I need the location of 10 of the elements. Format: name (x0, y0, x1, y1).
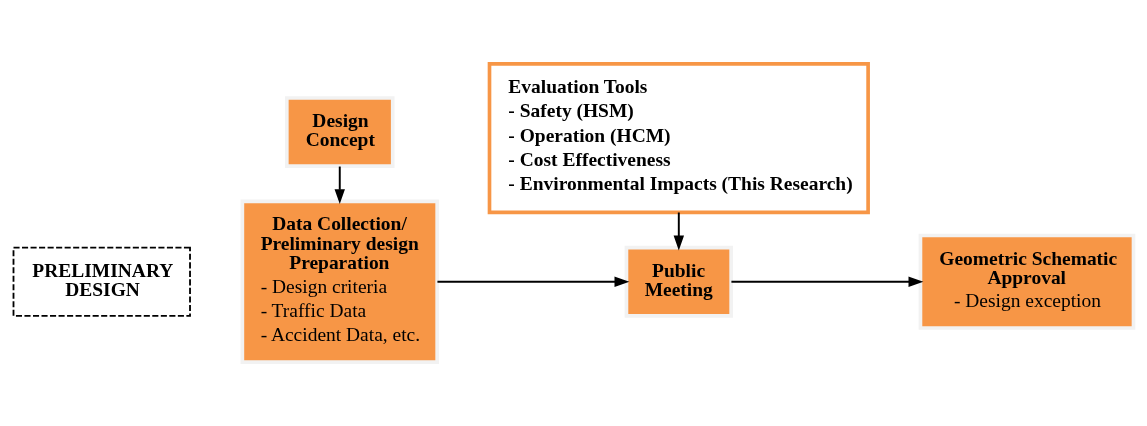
arrow (673, 211, 684, 251)
arrow (436, 276, 630, 287)
node-box: Design Concept (284, 96, 395, 168)
node-box: Data Collection/ Preliminary design Preparation - Design criteria - Traffic Data - Accident Data, etc. (240, 199, 439, 364)
arrow (334, 165, 345, 205)
node-box: Evaluation Tools - Safety (HSM) - Operation (HCM) - Cost Effectiveness - Environmental Impacts (This Research) (487, 62, 870, 215)
node-box: PRELIMINARY DESIGN (12, 246, 191, 317)
arrow (730, 276, 924, 287)
node-box: Geometric Schematic Approval - Design exception (918, 233, 1136, 330)
node-box: Public Meeting (624, 245, 733, 318)
